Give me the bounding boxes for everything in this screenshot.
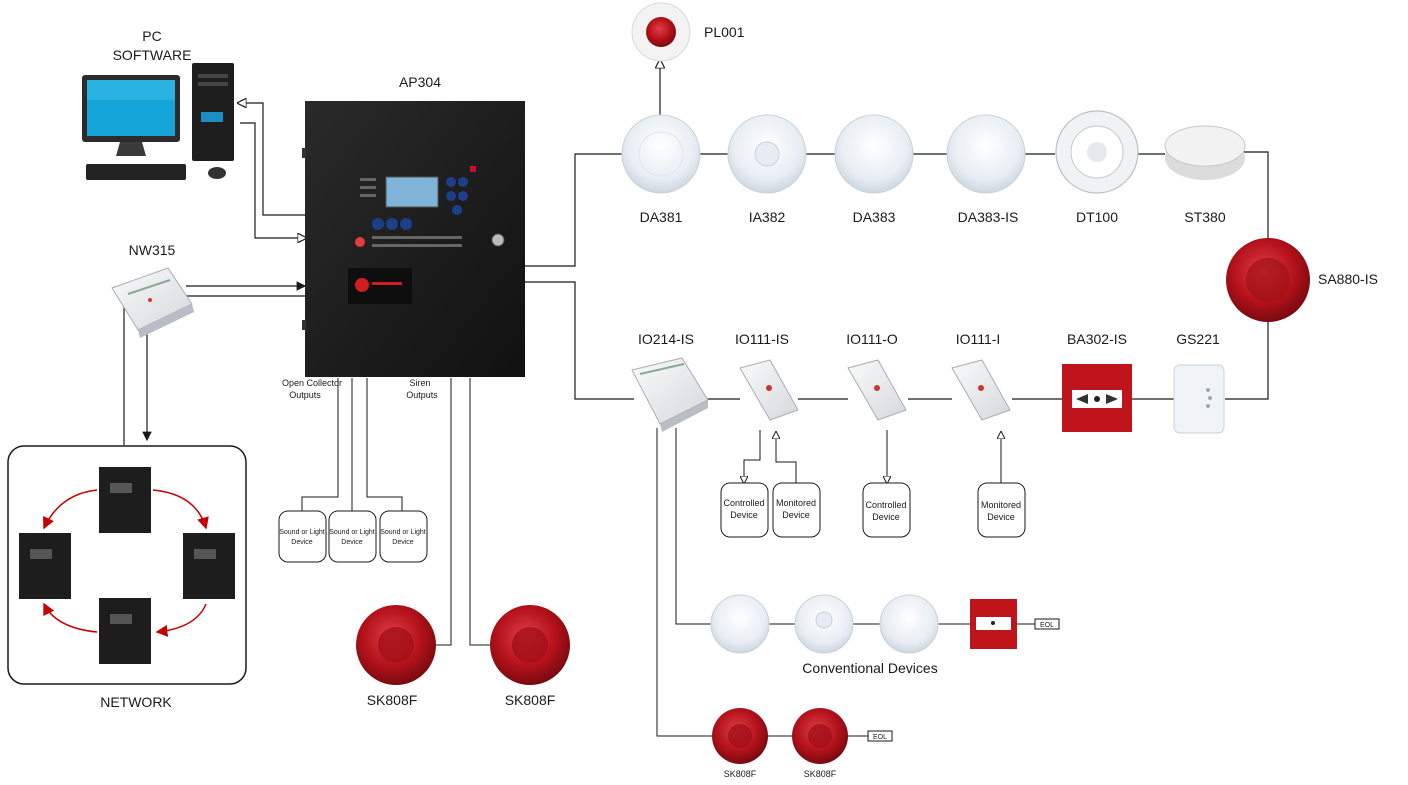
loop-top-labels: DA381 IA382 DA383 DA383-IS DT100 ST380 <box>640 209 1226 225</box>
sound-light-device-boxes <box>278 510 428 563</box>
sk808f-label: SK808F <box>505 692 556 708</box>
open-collector-label-1: Open Collector <box>282 378 342 388</box>
loop-bottom-labels: IO214-IS IO111-IS IO111-O IO111-I BA302-IS GS… <box>638 331 1220 347</box>
network-panel-icon <box>99 467 151 533</box>
sounder-sk808f-icon <box>356 605 436 685</box>
sounder-sk808f-icon <box>490 605 570 685</box>
loop-top-device-label: DA383 <box>853 209 896 225</box>
fire-panel-icon <box>302 101 525 377</box>
detector-da381-icon <box>621 114 701 194</box>
detector-ia382-icon <box>727 114 807 194</box>
controlled-device-label: Controlled <box>865 500 906 510</box>
sk808f-label: SK808F <box>367 692 418 708</box>
loop-top-device-label: DA381 <box>640 209 683 225</box>
sounder-sk808f-small-icon <box>712 708 768 764</box>
network-panel-icon <box>99 598 151 664</box>
conventional-detector-icon <box>879 594 939 654</box>
call-point-ba302is-icon <box>1062 364 1132 432</box>
monitored-device-label: Monitored <box>776 498 816 508</box>
network-panel-icon <box>19 533 71 599</box>
loop-bottom-device-label: IO214-IS <box>638 331 694 347</box>
conventional-detector-icon <box>710 594 770 654</box>
module-io111is-icon <box>739 359 799 421</box>
loop-bottom-device-label: IO111-IS <box>735 331 789 347</box>
detector-da383-icon <box>834 114 914 194</box>
loop-bottom-device-label: GS221 <box>1176 331 1220 347</box>
pl001-label: PL001 <box>704 24 745 40</box>
network-ring-arrows <box>43 489 209 637</box>
sk808f-small-label: SK808F <box>804 769 837 779</box>
pc-label-line1: PC <box>142 28 161 44</box>
pc-label-line2: SOFTWARE <box>113 47 192 63</box>
monitored-device-label: Device <box>987 512 1015 522</box>
network-panels <box>19 467 235 664</box>
conventional-call-point-icon <box>970 599 1017 649</box>
loop-bottom-device-label: BA302-IS <box>1067 331 1127 347</box>
sk808f-small-label: SK808F <box>724 769 757 779</box>
controlled-device-label: Device <box>730 510 758 520</box>
loop-top-device-label: DA383-IS <box>958 209 1019 225</box>
conventional-detector-icon <box>794 594 854 654</box>
module-io214is-icon <box>631 357 709 432</box>
sounder-sa880is-icon <box>1226 238 1310 322</box>
loop-bottom-device-label: IO111-O <box>846 331 898 347</box>
loop-top-device-label: DT100 <box>1076 209 1118 225</box>
eol-box <box>1034 618 1060 630</box>
base-st380-icon <box>1164 125 1246 180</box>
pc-computer-icon <box>82 63 234 180</box>
network-panel-icon <box>183 533 235 599</box>
siren-outputs-label-1: Siren <box>409 378 430 388</box>
controlled-device-label: Controlled <box>723 498 764 508</box>
monitored-device-label: Device <box>782 510 810 520</box>
eol-label: EOL <box>1040 622 1054 629</box>
siren-outputs-label-2: Outputs <box>406 390 438 400</box>
gas-detector-gs221-icon <box>1173 364 1225 434</box>
loop-bottom-device-label: IO111-I <box>956 331 1001 347</box>
module-io111i-icon <box>951 359 1011 421</box>
monitored-device-label: Monitored <box>981 500 1021 510</box>
network-module-icon <box>111 267 194 338</box>
sounder-sk808f-small-icon <box>792 708 848 764</box>
open-collector-label-2: Outputs <box>289 390 321 400</box>
nw315-label: NW315 <box>129 242 176 258</box>
base-dt100-icon <box>1055 110 1139 194</box>
eol-label: EOL <box>873 734 887 741</box>
network-label: NETWORK <box>100 694 172 710</box>
panel-label: AP304 <box>399 74 441 90</box>
controlled-device-label: Device <box>872 512 900 522</box>
eol-box <box>867 730 893 742</box>
detector-da383is-icon <box>946 114 1026 194</box>
conventional-devices-label: Conventional Devices <box>802 660 937 676</box>
module-io111o-icon <box>847 359 907 421</box>
loop-top-device-label: IA382 <box>749 209 786 225</box>
beacon-icon <box>631 2 691 62</box>
sa880is-label: SA880-IS <box>1318 271 1378 287</box>
io-device-boxes <box>720 482 1026 538</box>
loop-top-device-label: ST380 <box>1184 209 1225 225</box>
